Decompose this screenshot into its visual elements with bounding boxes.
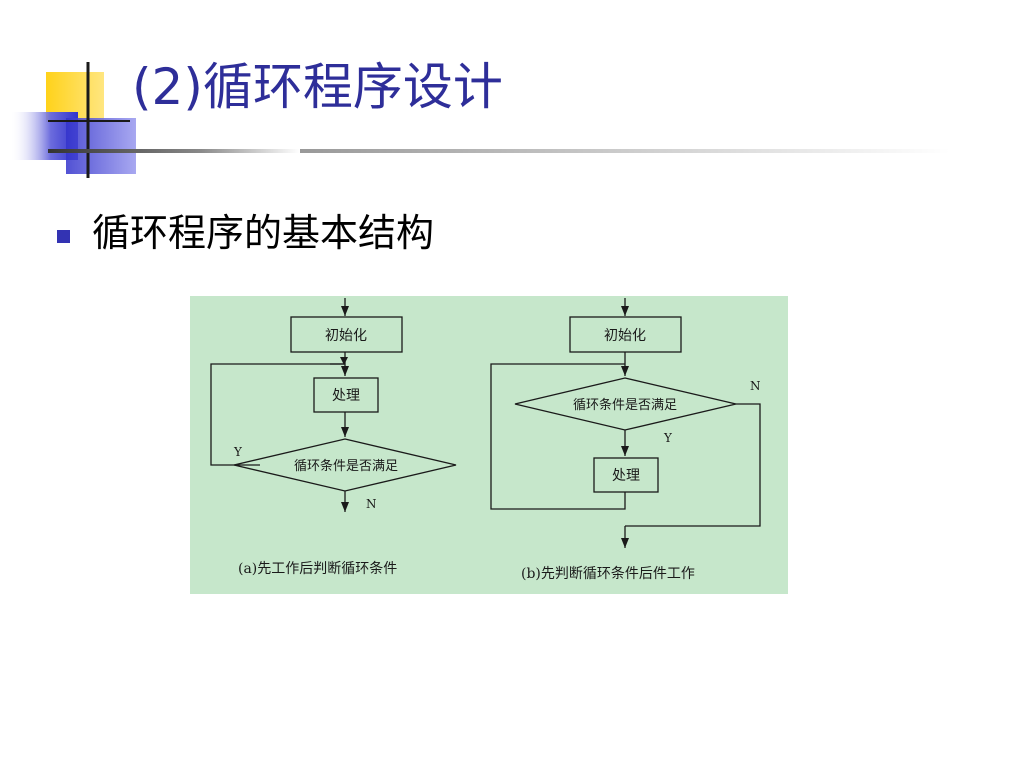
- deco-blue-square: [66, 118, 136, 174]
- a-process-label: 处理: [332, 388, 360, 404]
- a-caption: (a)先工作后判断循环条件: [238, 560, 397, 577]
- b-no-exit-line: [625, 403, 761, 527]
- b-yes-label: Y: [663, 431, 673, 445]
- b-init-box: [569, 316, 682, 353]
- bullet-text: 循环程序的基本结构: [92, 211, 435, 255]
- flowchart-figure: 初始化 处理 循环条件是否满足 Y N (a)先工作后判断循环条件 初始化 循环…: [190, 296, 788, 594]
- a-yes-loop-line: [210, 363, 345, 466]
- a-init-box: [290, 316, 403, 353]
- b-condition-label: 循环条件是否满足: [573, 397, 677, 413]
- a-init-label: 初始化: [325, 327, 367, 344]
- b-loop-back-line: [490, 363, 626, 510]
- b-process-box: [593, 457, 659, 493]
- bullet-marker: [57, 230, 70, 243]
- b-caption: (b)先判断循环条件后件工作: [521, 565, 695, 582]
- a-condition-label: 循环条件是否满足: [294, 458, 398, 474]
- a-yes-label: Y: [233, 445, 243, 459]
- slide-title: (2)循环程序设计: [132, 58, 503, 116]
- corner-decoration: [10, 62, 300, 178]
- flowchart-canvas: 初始化 处理 循环条件是否满足 Y N (a)先工作后判断循环条件 初始化 循环…: [210, 298, 761, 582]
- a-process-box: [313, 377, 379, 413]
- a-no-label: N: [366, 497, 377, 511]
- title-rule-extension: [300, 149, 950, 153]
- b-init-label: 初始化: [604, 327, 646, 344]
- b-process-label: 处理: [612, 468, 640, 484]
- b-no-label: N: [750, 379, 761, 393]
- title-rule: [48, 149, 300, 153]
